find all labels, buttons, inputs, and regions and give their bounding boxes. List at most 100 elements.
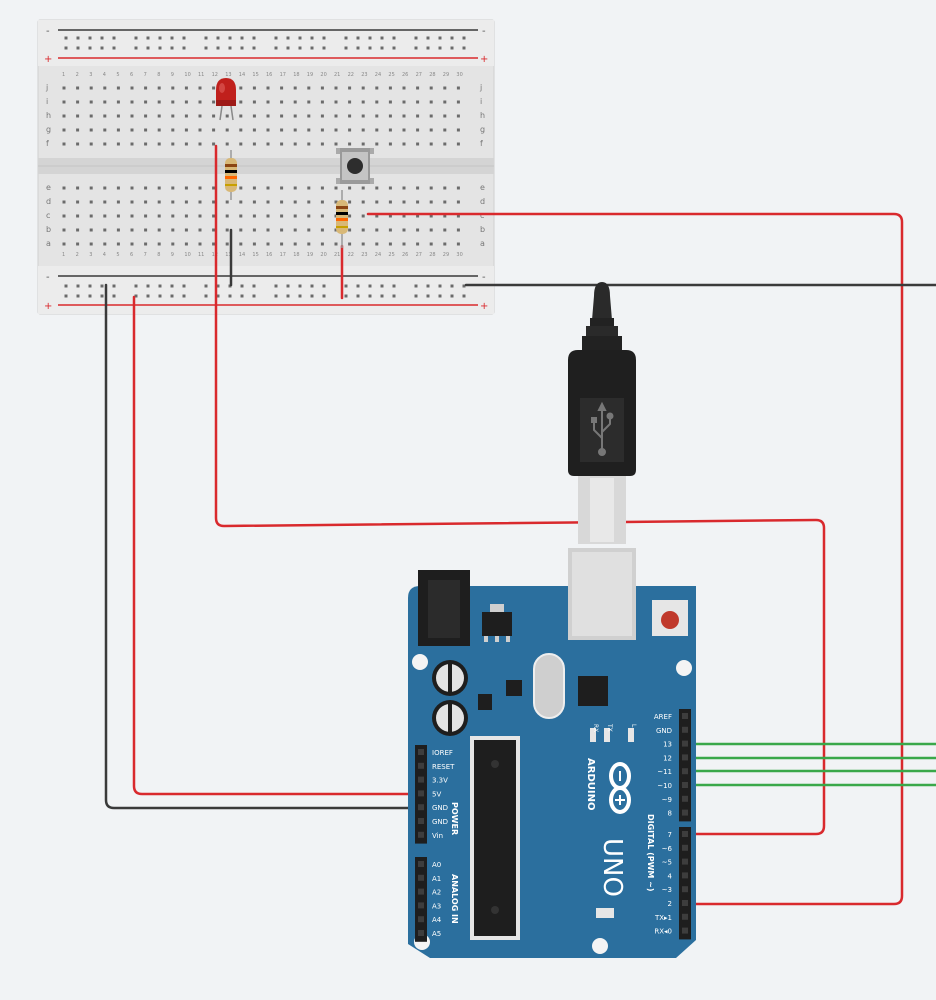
breadboard-hole[interactable] xyxy=(443,228,447,232)
breadboard-hole[interactable] xyxy=(239,214,243,218)
rail-hole[interactable] xyxy=(216,36,220,40)
pin-socket[interactable] xyxy=(418,818,424,824)
rail-hole[interactable] xyxy=(274,294,278,298)
breadboard-hole[interactable] xyxy=(252,142,256,146)
breadboard-hole[interactable] xyxy=(89,128,93,132)
breadboard-hole[interactable] xyxy=(348,200,352,204)
rail-hole[interactable] xyxy=(170,46,174,50)
breadboard-hole[interactable] xyxy=(443,142,447,146)
breadboard-hole[interactable] xyxy=(252,228,256,232)
breadboard-hole[interactable] xyxy=(144,228,148,232)
breadboard-hole[interactable] xyxy=(157,200,161,204)
rail-hole[interactable] xyxy=(426,36,430,40)
breadboard-hole[interactable] xyxy=(62,114,66,118)
breadboard-hole[interactable] xyxy=(239,242,243,246)
rail-hole[interactable] xyxy=(100,284,104,288)
breadboard-hole[interactable] xyxy=(130,214,134,218)
breadboard-hole[interactable] xyxy=(388,114,392,118)
breadboard-hole[interactable] xyxy=(266,142,270,146)
rail-hole[interactable] xyxy=(182,46,186,50)
pin-socket[interactable] xyxy=(418,804,424,811)
breadboard-hole[interactable] xyxy=(184,142,188,146)
breadboard-hole[interactable] xyxy=(266,100,270,104)
breadboard-hole[interactable] xyxy=(375,186,379,190)
rail-hole[interactable] xyxy=(252,46,256,50)
breadboard-hole[interactable] xyxy=(334,242,338,246)
rail-hole[interactable] xyxy=(158,46,162,50)
breadboard-hole[interactable] xyxy=(443,100,447,104)
breadboard-hole[interactable] xyxy=(266,228,270,232)
breadboard-hole[interactable] xyxy=(416,186,420,190)
breadboard-hole[interactable] xyxy=(239,86,243,90)
breadboard-hole[interactable] xyxy=(116,242,120,246)
breadboard-hole[interactable] xyxy=(198,242,202,246)
rail-hole[interactable] xyxy=(368,284,372,288)
breadboard-hole[interactable] xyxy=(334,128,338,132)
breadboard-hole[interactable] xyxy=(103,100,107,104)
breadboard-hole[interactable] xyxy=(416,214,420,218)
breadboard-hole[interactable] xyxy=(171,200,175,204)
breadboard-hole[interactable] xyxy=(266,86,270,90)
breadboard-hole[interactable] xyxy=(252,86,256,90)
breadboard-hole[interactable] xyxy=(130,228,134,232)
breadboard-hole[interactable] xyxy=(443,214,447,218)
rail-hole[interactable] xyxy=(228,36,232,40)
breadboard-hole[interactable] xyxy=(157,186,161,190)
breadboard-hole[interactable] xyxy=(252,128,256,132)
breadboard-hole[interactable] xyxy=(130,142,134,146)
rail-hole[interactable] xyxy=(450,46,454,50)
rail-hole[interactable] xyxy=(438,294,442,298)
breadboard-hole[interactable] xyxy=(429,100,433,104)
pin-socket[interactable] xyxy=(682,900,688,906)
breadboard-hole[interactable] xyxy=(348,86,352,90)
breadboard-hole[interactable] xyxy=(144,200,148,204)
breadboard-hole[interactable] xyxy=(293,242,297,246)
breadboard-hole[interactable] xyxy=(130,128,134,132)
breadboard-hole[interactable] xyxy=(361,228,365,232)
breadboard-hole[interactable] xyxy=(456,228,460,232)
breadboard-hole[interactable] xyxy=(62,200,66,204)
rail-hole[interactable] xyxy=(88,294,92,298)
rail-hole[interactable] xyxy=(204,284,208,288)
pin-socket[interactable] xyxy=(682,726,688,733)
breadboard-hole[interactable] xyxy=(171,100,175,104)
breadboard-hole[interactable] xyxy=(157,242,161,246)
breadboard-hole[interactable] xyxy=(89,142,93,146)
breadboard-hole[interactable] xyxy=(62,86,66,90)
breadboard-hole[interactable] xyxy=(266,128,270,132)
breadboard-hole[interactable] xyxy=(184,128,188,132)
breadboard-hole[interactable] xyxy=(456,142,460,146)
rail-hole[interactable] xyxy=(414,36,418,40)
breadboard-hole[interactable] xyxy=(429,242,433,246)
breadboard-hole[interactable] xyxy=(443,242,447,246)
rail-hole[interactable] xyxy=(146,284,150,288)
rail-hole[interactable] xyxy=(414,284,418,288)
rail-hole[interactable] xyxy=(322,294,326,298)
wire-5v-to-arduino[interactable] xyxy=(132,295,427,796)
breadboard-hole[interactable] xyxy=(388,228,392,232)
breadboard-hole[interactable] xyxy=(171,228,175,232)
rail-hole[interactable] xyxy=(298,36,302,40)
rail-hole[interactable] xyxy=(322,284,326,288)
breadboard-hole[interactable] xyxy=(307,214,311,218)
rail-hole[interactable] xyxy=(356,46,360,50)
usb-cable[interactable] xyxy=(568,282,636,544)
breadboard-hole[interactable] xyxy=(429,186,433,190)
breadboard-hole[interactable] xyxy=(361,86,365,90)
rail-hole[interactable] xyxy=(356,284,360,288)
rail-hole[interactable] xyxy=(100,46,104,50)
rail-hole[interactable] xyxy=(76,36,80,40)
breadboard-hole[interactable] xyxy=(443,86,447,90)
breadboard-hole[interactable] xyxy=(375,86,379,90)
pin-socket[interactable] xyxy=(682,754,688,761)
breadboard-hole[interactable] xyxy=(116,228,120,232)
rail-hole[interactable] xyxy=(158,294,162,298)
breadboard-hole[interactable] xyxy=(375,228,379,232)
red-led[interactable] xyxy=(216,78,236,121)
breadboard-hole[interactable] xyxy=(334,86,338,90)
breadboard-hole[interactable] xyxy=(144,114,148,118)
pin-socket[interactable] xyxy=(682,872,688,879)
breadboard-hole[interactable] xyxy=(252,214,256,218)
